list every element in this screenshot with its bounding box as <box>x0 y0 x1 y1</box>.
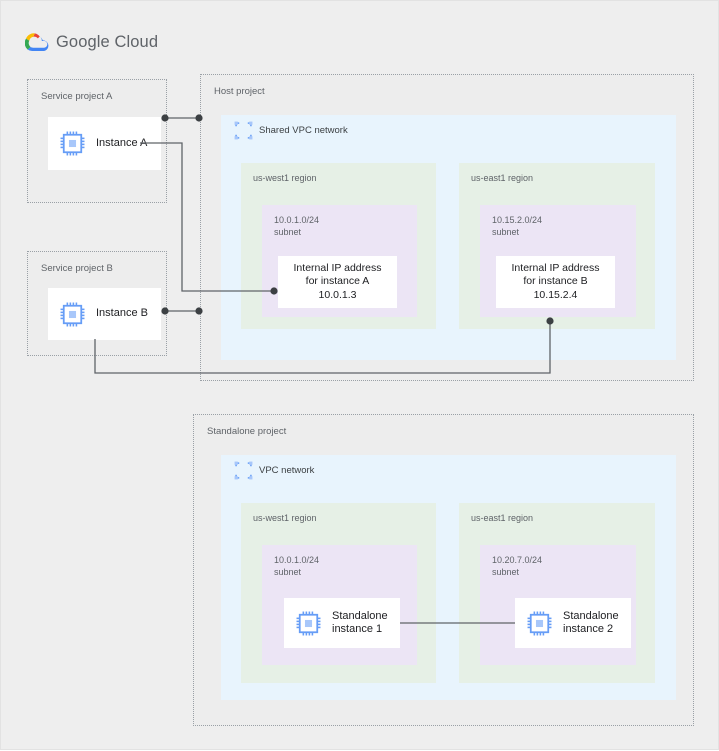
host-subnet-10-0-1-0[interactable]: 10.0.1.0/24 subnet Internal IP address f… <box>262 205 417 317</box>
service-project-a[interactable]: Service project A Instance A <box>27 79 167 203</box>
standalone-project[interactable]: Standalone project VPC network us-west1 … <box>193 414 694 726</box>
standalone-instance-2-label: Standalone instance 2 <box>563 609 619 636</box>
standalone-instance-2-card[interactable]: Standalone instance 2 <box>515 598 631 648</box>
internal-ip-instance-a-card[interactable]: Internal IP address for instance A 10.0.… <box>278 256 397 308</box>
instance-b-label: Instance B <box>96 307 148 320</box>
cpu-chip-icon <box>296 611 321 635</box>
google-cloud-header: Google Cloud <box>25 31 158 53</box>
brand-wordmark: Google Cloud <box>56 33 158 52</box>
internal-ip-instance-a-text: Internal IP address for instance A 10.0.… <box>293 261 382 301</box>
cpu-chip-icon <box>60 131 85 156</box>
shared-vpc-network-label: Shared VPC network <box>259 125 348 136</box>
internal-ip-instance-b-card[interactable]: Internal IP address for instance B 10.15… <box>496 256 615 308</box>
instance-a-label: Instance A <box>96 136 148 149</box>
host-region-us-east1[interactable]: us-east1 region 10.15.2.0/24 subnet Inte… <box>459 163 655 329</box>
host-subnet-10-15-2-0[interactable]: 10.15.2.0/24 subnet Internal IP address … <box>480 205 636 317</box>
vpc-network-icon <box>234 121 253 140</box>
instance-b-card[interactable]: Instance B <box>48 288 161 340</box>
host-subnet-10-15-2-0-label: 10.15.2.0/24 subnet <box>492 215 543 237</box>
standalone-region-us-west1-label: us-west1 region <box>253 513 317 523</box>
standalone-instance-1-label: Standalone instance 1 <box>332 609 388 636</box>
brand-google: Google <box>56 32 110 51</box>
standalone-region-us-east1[interactable]: us-east1 region 10.20.7.0/24 subnet <box>459 503 655 683</box>
cpu-chip-icon <box>527 611 552 635</box>
standalone-region-us-east1-label: us-east1 region <box>471 513 534 523</box>
standalone-subnet-10-20-7-0-label: 10.20.7.0/24 subnet <box>492 555 543 577</box>
host-subnet-10-0-1-0-label: 10.0.1.0/24 subnet <box>274 215 320 237</box>
service-project-b-label: Service project B <box>41 263 113 274</box>
standalone-instance-1-card[interactable]: Standalone instance 1 <box>284 598 400 648</box>
standalone-project-label: Standalone project <box>207 426 287 437</box>
instance-a-card[interactable]: Instance A <box>48 117 161 170</box>
standalone-region-us-west1[interactable]: us-west1 region 10.0.1.0/24 subnet <box>241 503 436 683</box>
internal-ip-instance-b-text: Internal IP address for instance B 10.15… <box>511 261 600 301</box>
host-region-us-east1-label: us-east1 region <box>471 173 534 183</box>
service-project-b[interactable]: Service project B Instance B <box>27 251 167 356</box>
host-project[interactable]: Host project Shared VPC network us-west1… <box>200 74 694 381</box>
standalone-subnet-10-0-1-0-label: 10.0.1.0/24 subnet <box>274 555 320 577</box>
brand-cloud: Cloud <box>114 32 159 51</box>
standalone-vpc-network-label: VPC network <box>259 465 315 476</box>
host-region-us-west1[interactable]: us-west1 region 10.0.1.0/24 subnet Inter… <box>241 163 436 329</box>
service-project-a-label: Service project A <box>41 91 113 102</box>
vpc-network-icon <box>234 461 253 480</box>
google-cloud-logo-icon <box>25 33 49 51</box>
host-project-label: Host project <box>214 86 265 97</box>
shared-vpc-network[interactable]: Shared VPC network us-west1 region 10.0.… <box>221 115 676 360</box>
cpu-chip-icon <box>60 302 85 326</box>
host-region-us-west1-label: us-west1 region <box>253 173 317 183</box>
standalone-vpc-network[interactable]: VPC network us-west1 region 10.0.1.0/24 … <box>221 455 676 700</box>
